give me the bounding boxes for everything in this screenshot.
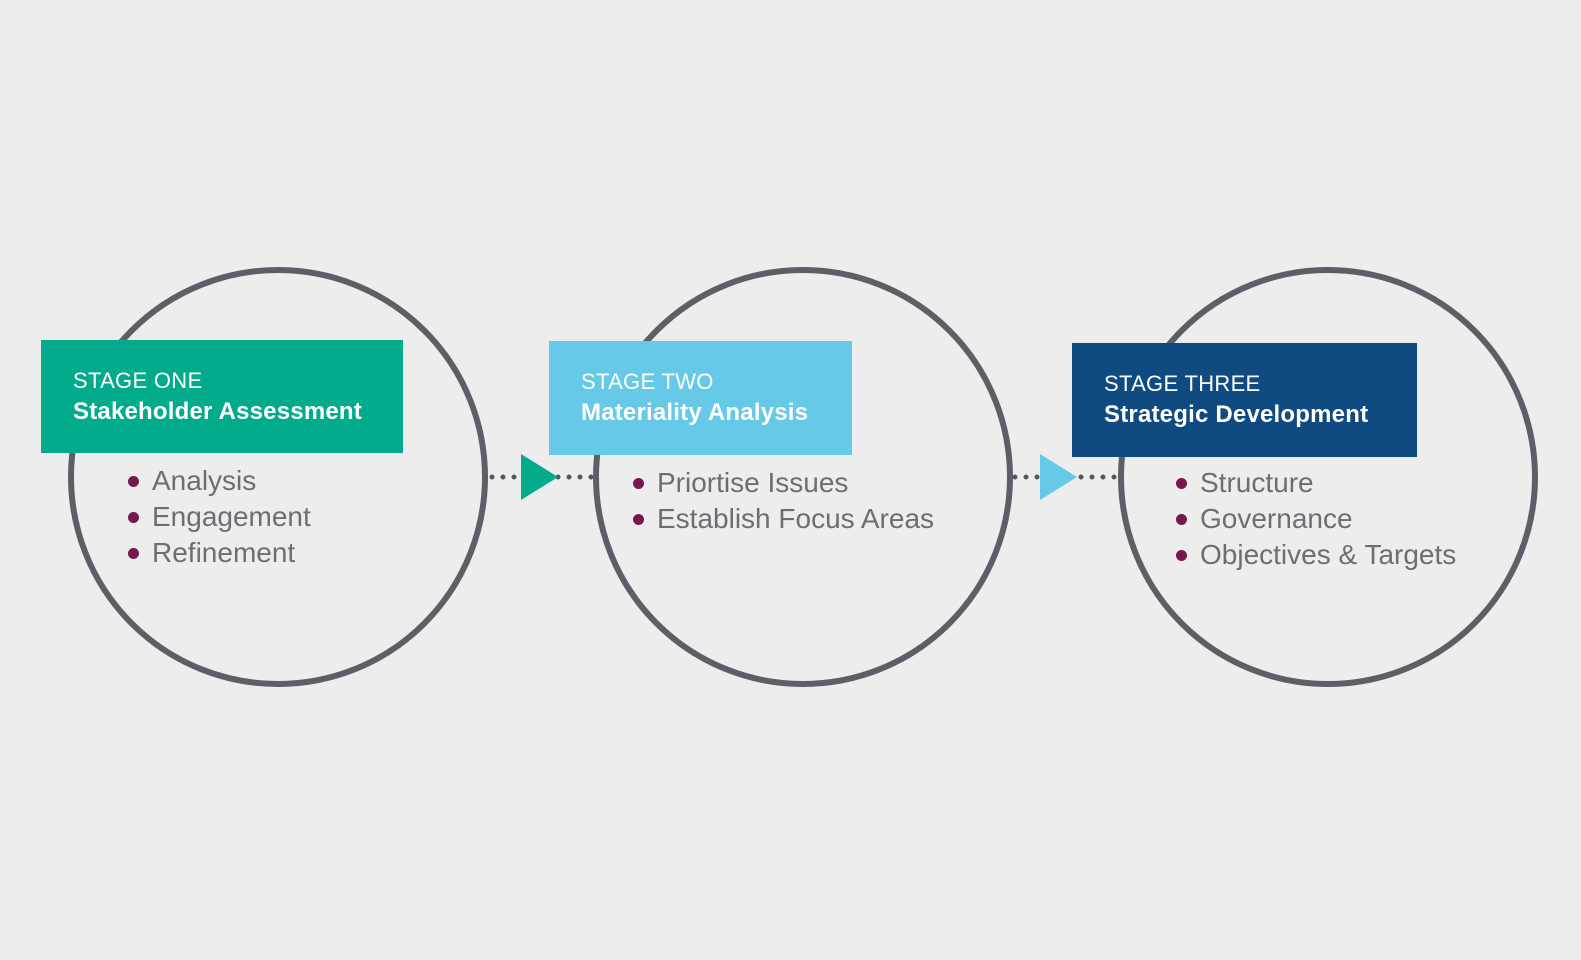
stage-three-list: Structure Governance Objectives & Target…: [1176, 465, 1456, 573]
stage-one-list: Analysis Engagement Refinement: [128, 463, 311, 571]
list-item: Structure: [1176, 465, 1456, 501]
stage-one-label: STAGE ONE: [73, 367, 203, 393]
list-item: Governance: [1176, 501, 1456, 537]
stage-one-circle: [68, 267, 488, 687]
list-item-label: Establish Focus Areas: [657, 503, 935, 534]
list-item: Refinement: [128, 535, 311, 571]
list-item: Priortise Issues: [633, 465, 934, 501]
stage-two-title: Materiality Analysis: [581, 399, 809, 426]
stage-two-list: Priortise Issues Establish Focus Areas: [633, 465, 934, 537]
bullet-icon: [1176, 549, 1187, 561]
stage-one-title: Stakeholder Assessment: [73, 397, 362, 425]
bullet-icon: [1176, 513, 1187, 525]
list-item-label: Refinement: [152, 537, 296, 568]
stage-two-circle: [593, 267, 1013, 687]
list-item-label: Structure: [1200, 467, 1314, 498]
list-item: Objectives & Targets: [1176, 537, 1456, 573]
stage-two-label: STAGE TWO: [581, 369, 714, 394]
arrow-right-icon: [521, 454, 558, 500]
list-item: Engagement: [128, 499, 311, 535]
bullet-icon: [128, 511, 139, 523]
stage-three-title: Strategic Development: [1104, 401, 1369, 428]
bullet-icon: [633, 513, 644, 525]
stage-three-header: STAGE THREE Strategic Development: [1072, 343, 1417, 457]
arrow-right-icon: [1040, 454, 1077, 500]
bullet-icon: [633, 477, 644, 489]
list-item-label: Analysis: [152, 465, 257, 496]
list-item: Analysis: [128, 463, 311, 499]
bullet-icon: [1176, 477, 1187, 489]
list-item-label: Governance: [1200, 503, 1353, 534]
stage-three-label: STAGE THREE: [1104, 371, 1261, 396]
list-item-label: Objectives & Targets: [1200, 539, 1457, 570]
stage-one-header: STAGE ONE Stakeholder Assessment: [41, 340, 403, 453]
stage-two-header: STAGE TWO Materiality Analysis: [549, 341, 852, 455]
stage-three-circle: [1118, 267, 1538, 687]
list-item-label: Priortise Issues: [657, 467, 849, 498]
bullet-icon: [128, 547, 139, 559]
bullet-icon: [128, 475, 139, 487]
list-item-label: Engagement: [152, 501, 311, 532]
list-item: Establish Focus Areas: [633, 501, 934, 537]
